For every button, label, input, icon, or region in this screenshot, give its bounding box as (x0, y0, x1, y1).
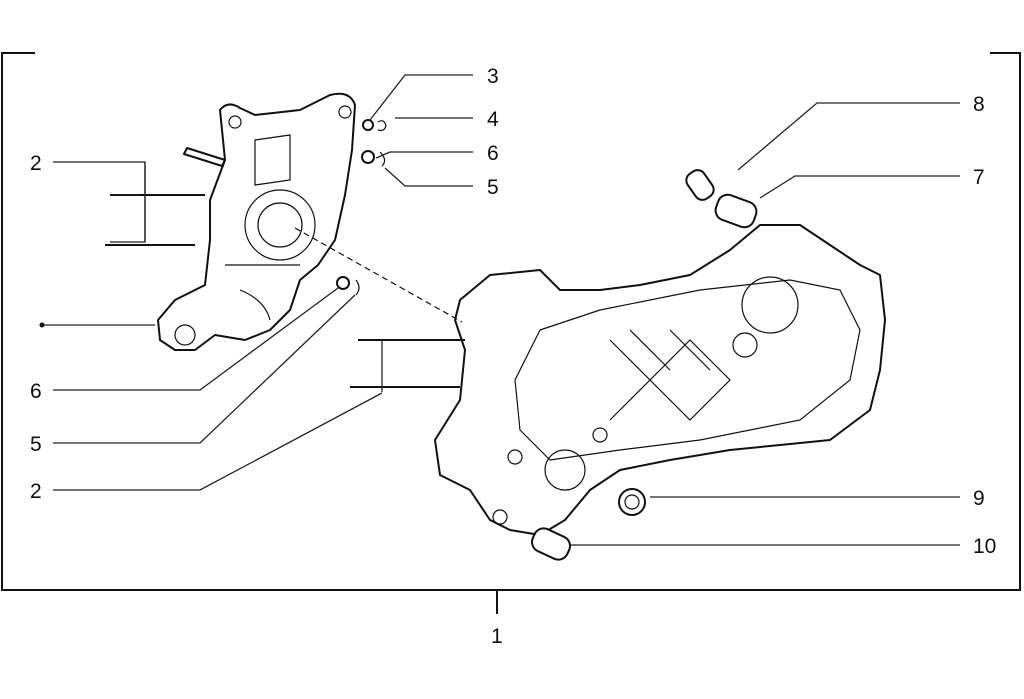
callout-5-top: 5 (487, 176, 499, 199)
small-parts (336, 119, 758, 561)
callout-10: 10 (973, 535, 996, 558)
leader-lines (39, 74, 960, 546)
alignment-line (294, 227, 463, 323)
studs-left (105, 194, 205, 246)
callout-6-bottom: 6 (30, 380, 42, 403)
callout-2-top: 2 (30, 152, 42, 175)
callout-6-top: 6 (487, 142, 499, 165)
callout-3: 3 (487, 65, 499, 88)
callout-7: 7 (973, 166, 985, 189)
callout-2-bottom: 2 (30, 480, 42, 503)
left-crankcase-half (157, 92, 356, 351)
callout-9: 9 (973, 487, 985, 510)
callout-1: 1 (491, 625, 503, 648)
callout-labels: 3 4 6 5 8 7 2 6 5 2 9 10 1 (30, 65, 996, 648)
callout-4: 4 (487, 108, 499, 131)
frame (1, 52, 1021, 614)
callout-8: 8 (973, 93, 985, 116)
callout-5-bottom: 5 (30, 433, 42, 456)
bolt (183, 147, 226, 167)
right-crankcase-half (434, 224, 886, 536)
studs-right (350, 339, 465, 388)
